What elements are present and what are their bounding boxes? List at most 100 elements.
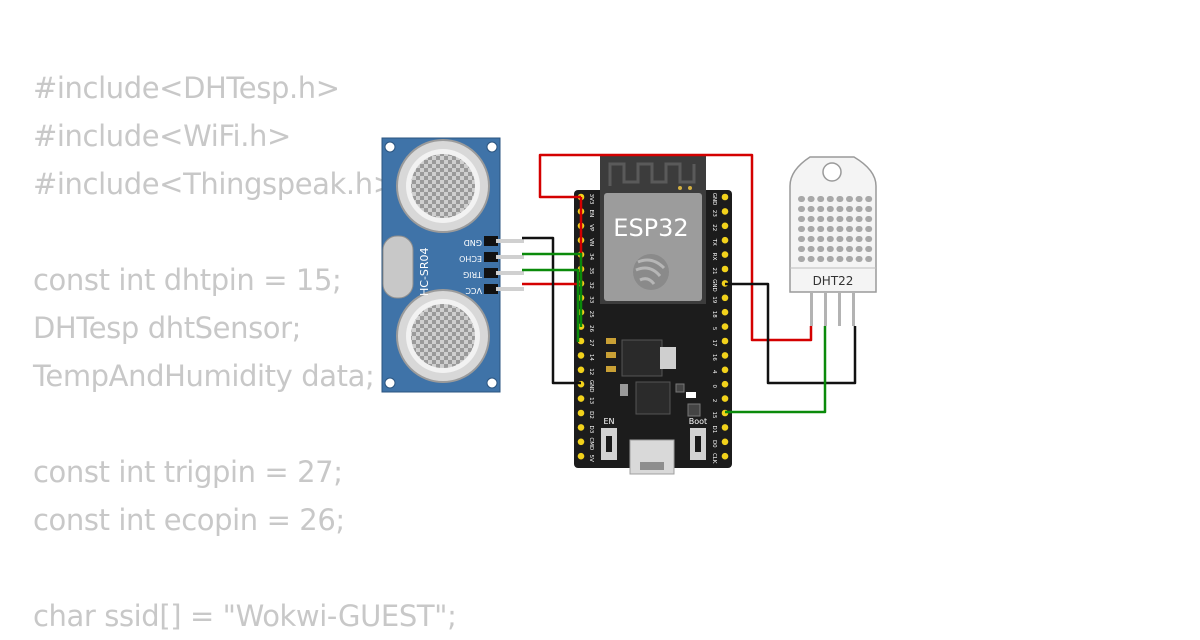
esp32-pin[interactable] bbox=[721, 193, 729, 201]
voltage-regulator bbox=[621, 339, 663, 377]
smd-component bbox=[606, 338, 616, 344]
grille-slot bbox=[826, 256, 834, 262]
esp32-pin[interactable] bbox=[721, 308, 729, 316]
grille-slot bbox=[826, 206, 834, 212]
grille-slot bbox=[807, 206, 815, 212]
grille-slot bbox=[865, 206, 873, 212]
esp32-pin[interactable] bbox=[721, 222, 729, 230]
esp32-pin[interactable] bbox=[721, 366, 729, 374]
grille-slot bbox=[798, 236, 805, 242]
esp32-pin-label: 3V3 bbox=[588, 194, 594, 205]
esp32-right-pin-column[interactable] bbox=[721, 193, 729, 460]
dht22-grille bbox=[798, 196, 873, 262]
esp32-pin[interactable] bbox=[721, 236, 729, 244]
grille-slot bbox=[798, 256, 805, 262]
esp32-pin-label: 33 bbox=[588, 296, 594, 303]
esp32-pin[interactable] bbox=[577, 352, 585, 359]
grille-slot bbox=[826, 196, 834, 202]
mount-hole bbox=[486, 141, 498, 153]
esp32-pin[interactable] bbox=[721, 208, 729, 215]
wire-sensor-trig[interactable] bbox=[522, 268, 580, 342]
en-button[interactable] bbox=[601, 428, 617, 460]
dht22-pin-legs[interactable] bbox=[810, 292, 855, 326]
esp32-pin[interactable] bbox=[721, 395, 729, 402]
grille-slot bbox=[855, 236, 863, 242]
grille-slot bbox=[865, 196, 873, 202]
esp32-pin[interactable] bbox=[721, 380, 729, 388]
grille-slot bbox=[846, 206, 853, 212]
esp32-pin[interactable] bbox=[721, 352, 729, 359]
grille-slot bbox=[807, 236, 815, 242]
esp32-pin-label: D0 bbox=[711, 440, 717, 448]
mount-hole bbox=[384, 141, 396, 153]
esp32-pin[interactable] bbox=[721, 424, 729, 431]
grille-slot bbox=[817, 216, 825, 222]
code-line: TempAndHumidity data; bbox=[33, 359, 375, 393]
esp32-pin-label: D1 bbox=[711, 426, 717, 434]
esp32-left-pin-column[interactable] bbox=[577, 193, 585, 460]
wire-3v3-to-dht-vcc[interactable] bbox=[538, 153, 813, 342]
smd-component bbox=[687, 403, 701, 417]
esp32-pin[interactable] bbox=[577, 409, 585, 417]
grille-slot bbox=[826, 226, 834, 232]
esp32-pin[interactable] bbox=[721, 265, 729, 273]
en-button-label: EN bbox=[603, 417, 614, 426]
dht22-label: DHT22 bbox=[813, 274, 854, 288]
grille-slot bbox=[846, 226, 853, 232]
esp32-pin-label: 21 bbox=[711, 268, 717, 275]
esp32-pin-label: 27 bbox=[588, 340, 594, 347]
espressif-logo-icon bbox=[633, 254, 669, 290]
esp32-pin-label: 22 bbox=[711, 224, 717, 231]
esp32-pin-label: TX bbox=[711, 238, 717, 246]
wire-sensor-gnd[interactable] bbox=[522, 236, 581, 385]
dht22-sensor[interactable]: DHT22 bbox=[789, 156, 877, 326]
esp32-pin[interactable] bbox=[577, 424, 585, 431]
grille-slot bbox=[846, 236, 853, 242]
grille-slot bbox=[846, 256, 853, 262]
esp32-pin-label: GND bbox=[711, 279, 717, 292]
wire-sensor-echo[interactable] bbox=[522, 252, 583, 327]
grille-slot bbox=[855, 216, 863, 222]
grille-slot bbox=[798, 216, 805, 222]
smd-component bbox=[606, 352, 616, 358]
esp32-pin[interactable] bbox=[577, 366, 585, 374]
esp32-board[interactable]: ESP32 3V3ENVPVN343532332526271412GND13D2… bbox=[574, 156, 732, 475]
esp32-pin[interactable] bbox=[577, 452, 585, 460]
esp32-pin[interactable] bbox=[721, 251, 729, 258]
esp32-pin[interactable] bbox=[577, 438, 585, 446]
esp32-pin-label: D2 bbox=[588, 411, 594, 419]
grille-slot bbox=[846, 196, 853, 202]
hc-sr04-sensor[interactable]: HC-SR04 GND ECHO TRIG VCC bbox=[381, 137, 524, 393]
esp32-pin[interactable] bbox=[721, 294, 729, 302]
grille-slot bbox=[817, 236, 825, 242]
grille-slot bbox=[807, 226, 815, 232]
sensor-pin-header[interactable] bbox=[484, 236, 524, 294]
esp32-pin-label: 17 bbox=[711, 340, 717, 347]
wire-dht-data[interactable] bbox=[725, 326, 827, 414]
esp32-pin[interactable] bbox=[577, 337, 585, 345]
esp32-pin-label: EN bbox=[588, 210, 594, 218]
esp32-pin[interactable] bbox=[721, 337, 729, 345]
code-line: const int dhtpin = 15; bbox=[33, 263, 342, 297]
grille-slot bbox=[817, 246, 825, 252]
esp32-pin-label: 0 bbox=[711, 384, 717, 388]
sensor-pin-label: ECHO bbox=[459, 254, 482, 263]
esp32-pin-label: CMD bbox=[588, 437, 594, 450]
usb-uart-chip bbox=[635, 381, 671, 415]
esp32-pin[interactable] bbox=[721, 452, 729, 460]
grille-slot bbox=[865, 256, 873, 262]
grille-slot bbox=[855, 226, 863, 232]
esp32-pin-label: 23 bbox=[711, 210, 717, 217]
boot-button[interactable] bbox=[690, 428, 706, 460]
code-line: DHTesp dhtSensor; bbox=[33, 311, 302, 345]
esp32-pin-label: GND bbox=[588, 380, 594, 393]
micro-usb-port[interactable] bbox=[629, 439, 675, 475]
grille-slot bbox=[826, 216, 834, 222]
esp32-pin[interactable] bbox=[721, 438, 729, 446]
esp32-pin-label: D3 bbox=[588, 426, 594, 434]
wire-dht-gnd[interactable] bbox=[725, 282, 857, 385]
esp32-pin[interactable] bbox=[577, 395, 585, 402]
esp32-pin[interactable] bbox=[721, 323, 729, 330]
